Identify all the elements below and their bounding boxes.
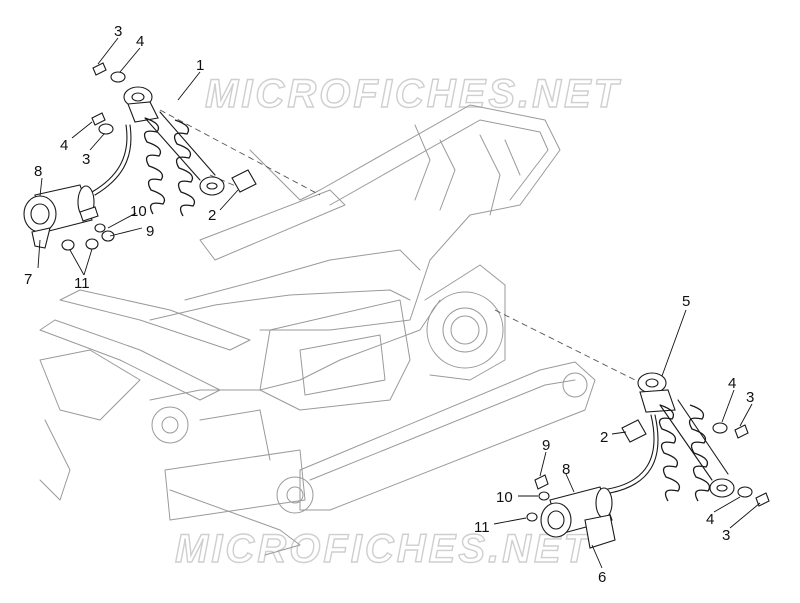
callout-3-upper: 3 xyxy=(114,23,122,40)
watermark-top: MICROFICHES.NET xyxy=(205,72,622,116)
callout-3-lower: 3 xyxy=(722,527,730,544)
callout-3-right: 3 xyxy=(746,389,754,406)
callout-8-upper: 8 xyxy=(34,163,42,180)
reservoir-lower xyxy=(540,414,659,549)
callout-4-lower: 4 xyxy=(706,511,714,528)
callout-4-right: 4 xyxy=(728,375,736,392)
watermark-bottom: MICROFICHES.NET xyxy=(175,527,592,571)
callout-6: 6 xyxy=(598,569,606,586)
assembly-axis-lower xyxy=(494,309,646,386)
callout-11-lower: 11 xyxy=(474,519,490,536)
callout-4-upper: 4 xyxy=(136,33,144,50)
callout-10-upper: 10 xyxy=(130,203,147,220)
callout-2-upper: 2 xyxy=(208,207,216,224)
callout-10-lower: 10 xyxy=(496,489,513,506)
callout-2-lower: 2 xyxy=(600,429,608,446)
callout-3-middle: 3 xyxy=(82,151,90,168)
frame-drawing xyxy=(39,104,596,556)
hardware-upper xyxy=(61,62,257,251)
hardware-lower xyxy=(526,419,770,522)
shock-absorber-upper xyxy=(123,86,225,217)
reservoir-upper xyxy=(23,124,132,249)
leader-lines xyxy=(37,37,761,569)
callout-1: 1 xyxy=(196,57,204,74)
callout-5: 5 xyxy=(682,293,690,310)
callout-9-lower: 9 xyxy=(542,437,550,454)
callout-9-upper: 9 xyxy=(146,223,154,240)
callout-8-lower: 8 xyxy=(562,461,570,478)
callout-7: 7 xyxy=(24,271,32,288)
callout-11-upper: 11 xyxy=(74,275,90,292)
callout-labels: 1 3 4 4 3 2 8 7 10 9 11 5 4 3 2 4 3 9 10… xyxy=(24,23,754,586)
assembly-axis-upper xyxy=(159,109,321,196)
callout-4-middle: 4 xyxy=(60,137,68,154)
shock-absorber-lower xyxy=(637,372,735,502)
